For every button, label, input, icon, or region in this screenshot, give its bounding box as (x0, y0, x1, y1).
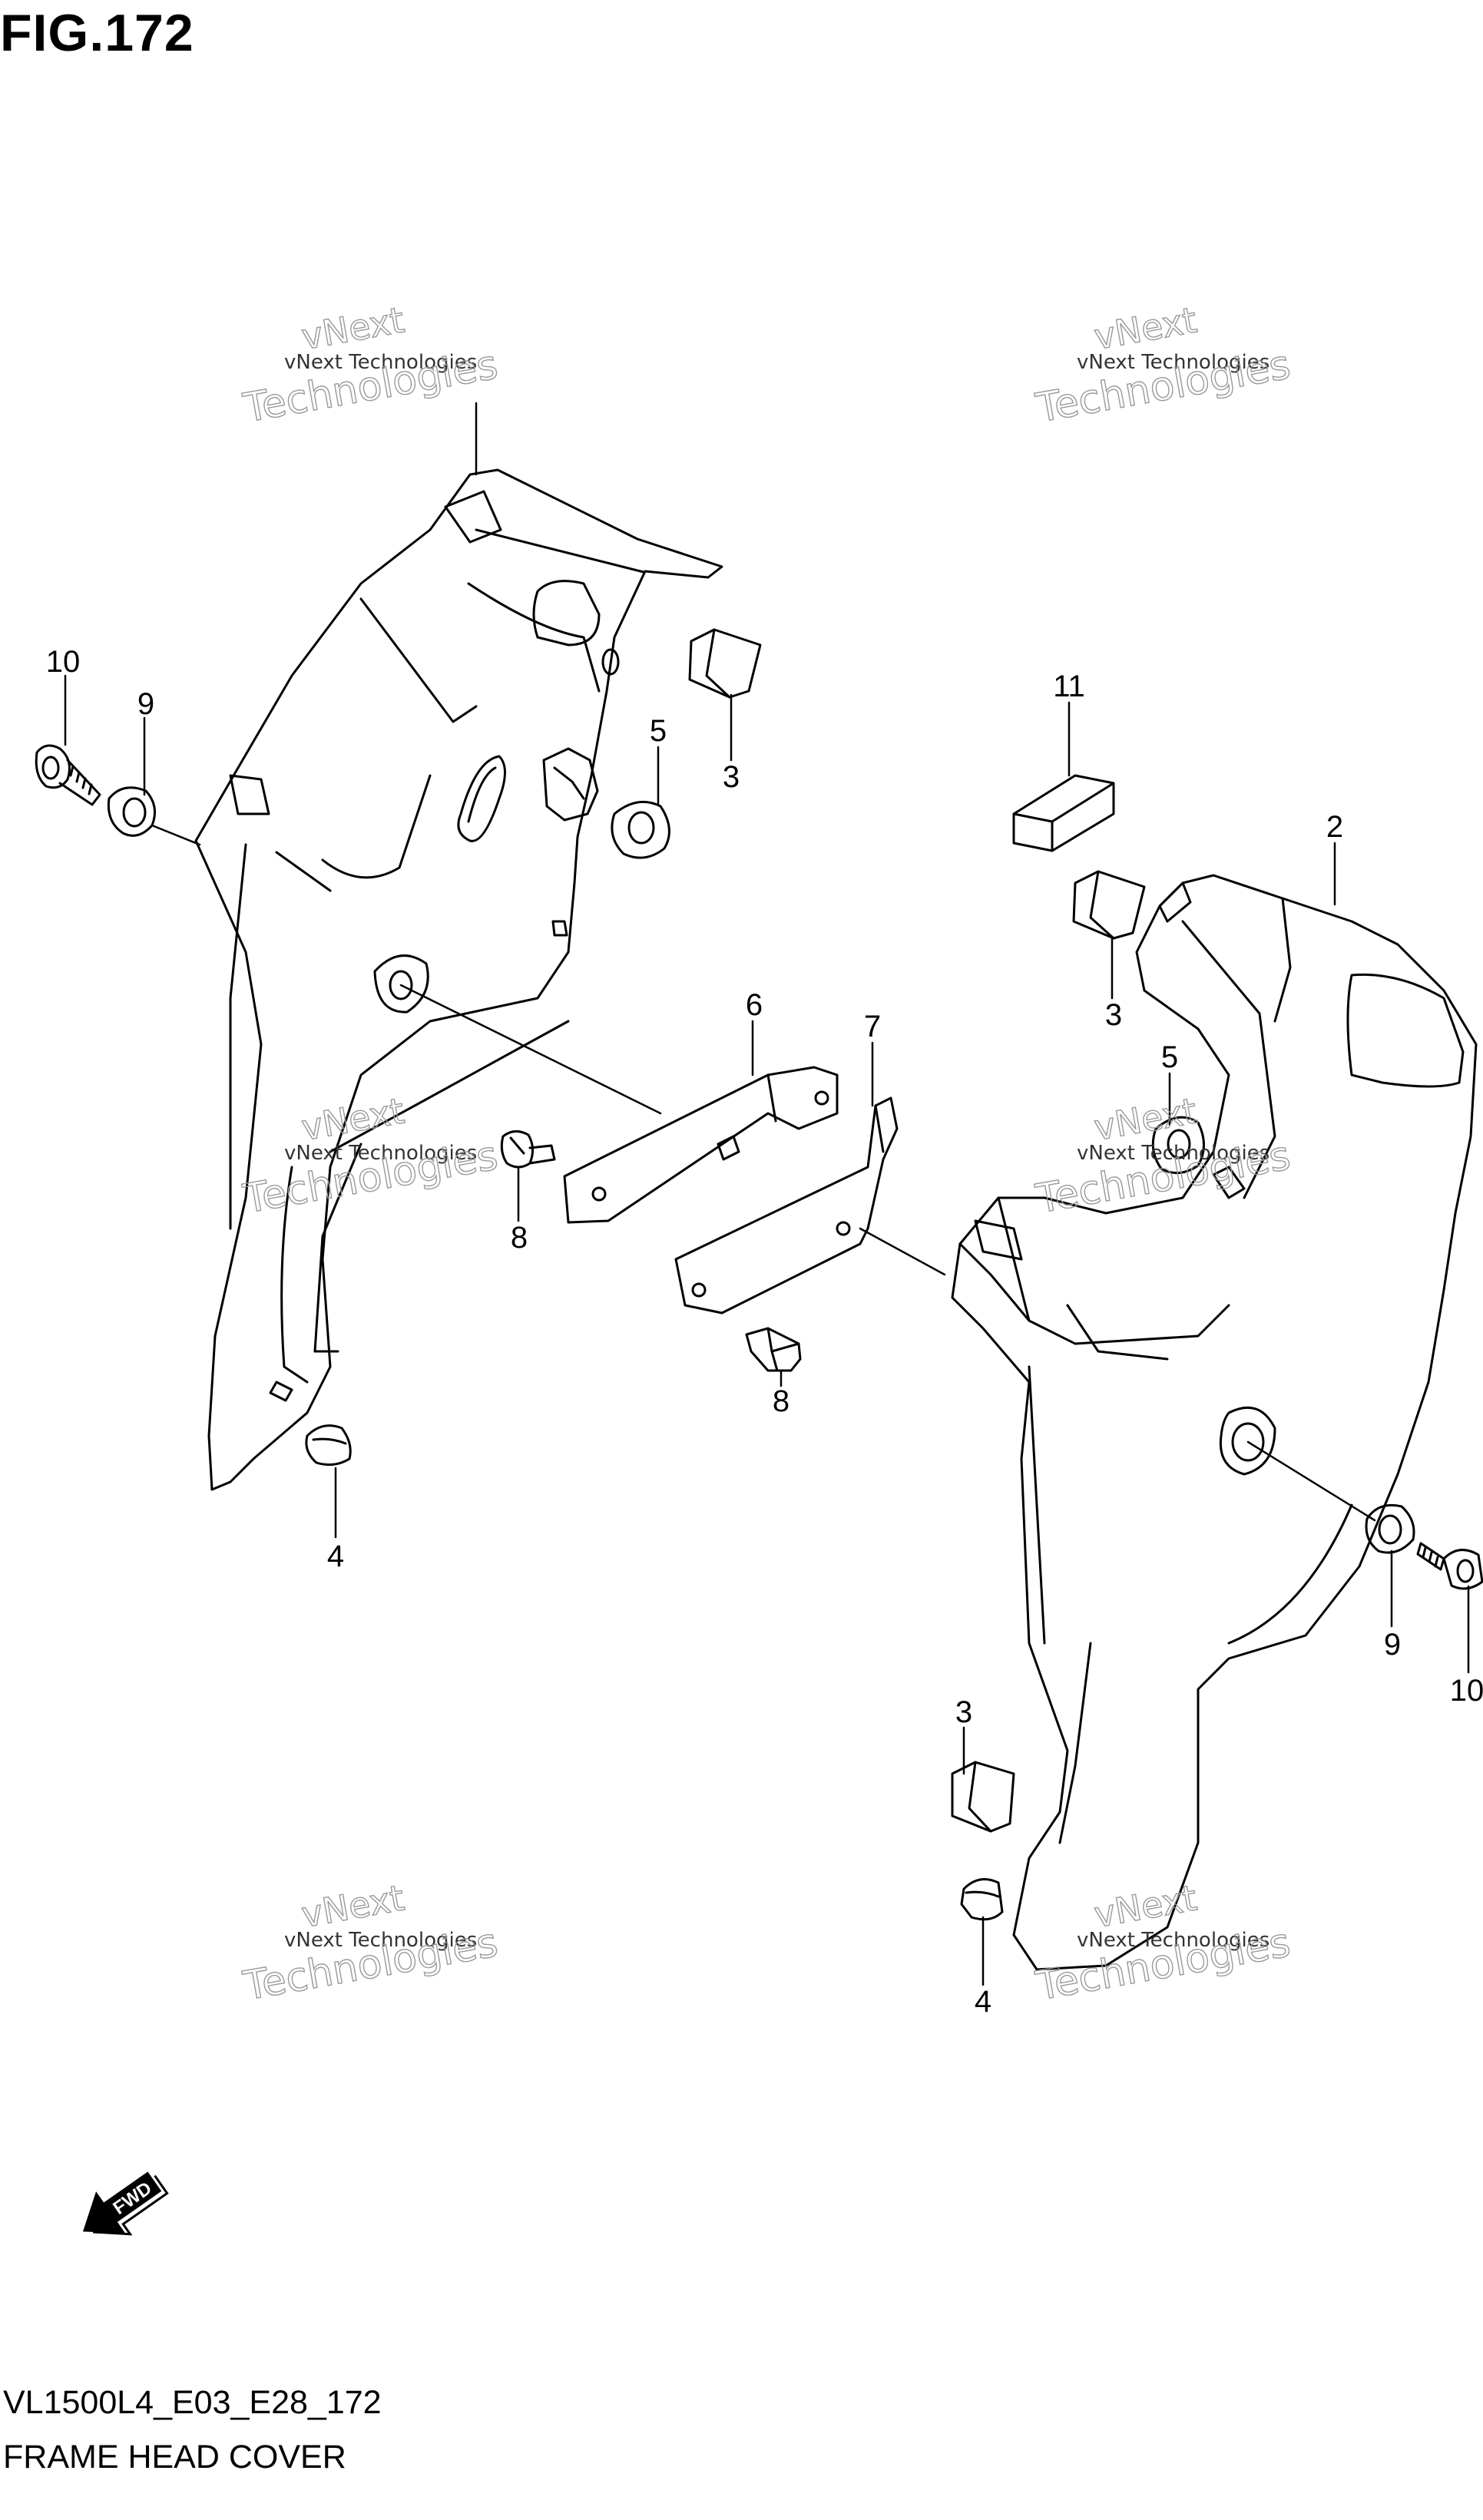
figure-title: FIG.172 (0, 4, 194, 62)
watermark-top-left: vNext Technologies vNext Technologies (239, 299, 502, 432)
bracket-6 (563, 1066, 839, 1224)
washer-9-left (107, 786, 157, 837)
watermark-line1: vNext Technologies (1077, 1929, 1269, 1952)
watermark-top-right: vNext Technologies vNext Technologies (1031, 299, 1294, 432)
callout-9-right: 9 (1384, 1628, 1401, 1662)
callout-3-lower: 3 (955, 1695, 972, 1729)
diagram-name: FRAME HEAD COVER (3, 2439, 346, 2475)
grommet-5-upper (611, 800, 670, 859)
watermark-line2: vNext (1091, 1877, 1200, 1936)
callout-10-left: 10 (46, 645, 81, 679)
cushion-3-lower (951, 1761, 1015, 1833)
drawing-code: VL1500L4_E03_E28_172 (3, 2384, 382, 2421)
callout-3-right: 3 (1105, 998, 1122, 1032)
watermark-line1: vNext Technologies (284, 1142, 477, 1165)
bolt-8-left (500, 1130, 556, 1169)
callout-3-upper: 3 (723, 760, 740, 794)
watermark-line2: vNext (1091, 1090, 1200, 1149)
fwd-arrow-icon: FWD (82, 2171, 169, 2236)
callout-4-lower: 4 (975, 1985, 991, 2019)
bracket-7 (674, 1096, 899, 1315)
cushion-11 (1012, 774, 1115, 852)
cushion-3-right (1072, 870, 1146, 940)
callout-2: 2 (1326, 810, 1343, 844)
cushion-3-upper (688, 628, 762, 699)
watermark-mid-left: vNext Technologies vNext Technologies (239, 1090, 502, 1223)
callout-7: 7 (864, 1010, 881, 1043)
grommet-5-right (1151, 1116, 1205, 1175)
washer-9-right (1365, 1503, 1415, 1554)
watermark-line1: vNext Technologies (284, 1929, 477, 1952)
cushion-4-lower (960, 1878, 1004, 1921)
screw-10-left (35, 744, 101, 806)
watermark-line2: vNext (299, 1090, 408, 1149)
callout-6: 6 (746, 988, 763, 1022)
watermark-line1: vNext Technologies (284, 351, 477, 374)
watermark-bottom-left: vNext Technologies vNext Technologies (239, 1877, 502, 2010)
screw-10-right (1416, 1542, 1483, 1590)
left-frame-head-cover (194, 468, 723, 1491)
callout-labels: 10 9 5 3 11 2 3 6 7 5 8 8 4 9 10 3 4 (46, 645, 1483, 2019)
bolt-8-center (745, 1327, 802, 1372)
watermark-line1: vNext Technologies (1077, 351, 1269, 374)
callout-5-upper: 5 (650, 714, 667, 748)
cushion-4-left (305, 1424, 352, 1467)
watermark-line2: vNext (299, 299, 408, 358)
callout-9-left: 9 (137, 687, 154, 721)
watermark-line2: vNext (299, 1877, 408, 1936)
callout-10-right: 10 (1450, 1674, 1483, 1708)
watermark-line2: vNext (1091, 299, 1200, 358)
watermark-line1: vNext Technologies (1077, 1142, 1269, 1165)
callout-5-right: 5 (1161, 1040, 1178, 1074)
callout-11: 11 (1053, 670, 1085, 703)
callout-8-center: 8 (773, 1384, 789, 1418)
watermark-bottom-right: vNext Technologies vNext Technologies (1031, 1877, 1294, 2010)
right-frame-head-cover (951, 874, 1478, 1971)
leader-lines (64, 402, 1470, 1986)
callout-4-left: 4 (327, 1539, 344, 1573)
callout-8-left: 8 (511, 1221, 528, 1255)
